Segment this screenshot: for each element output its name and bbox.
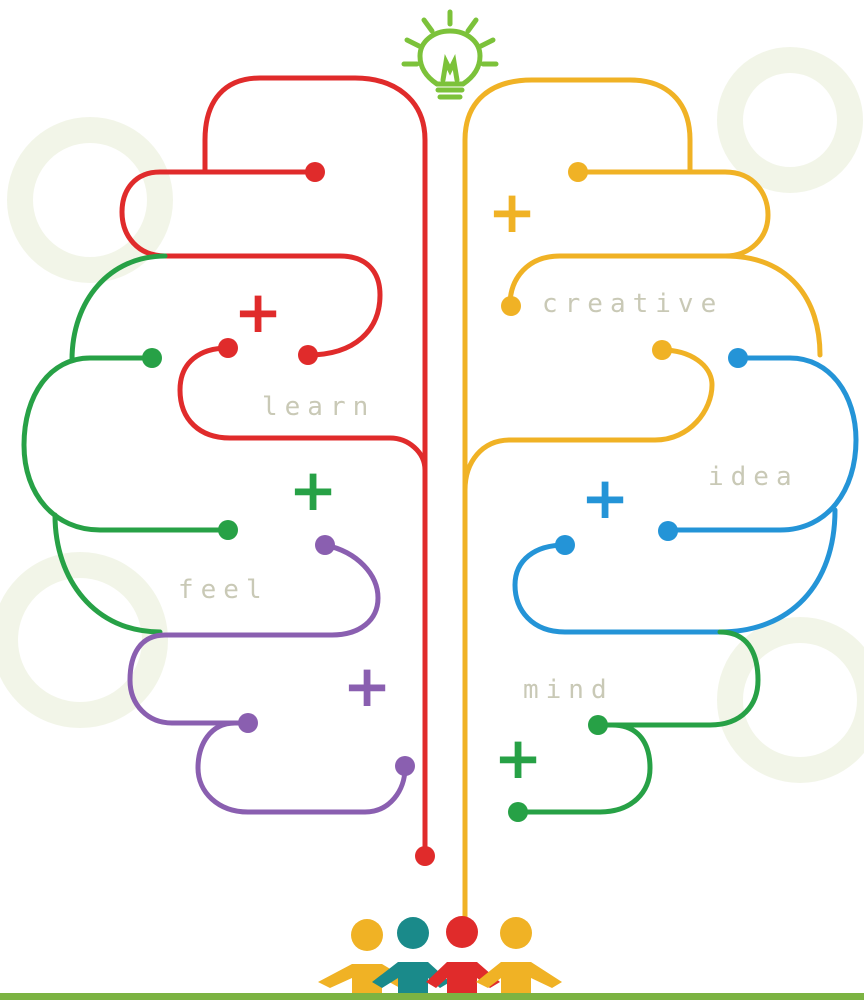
word-learn: learn [262,392,375,422]
plus-red: + [234,278,283,346]
word-creative: creative [542,289,723,319]
word-feel: feel [178,575,269,605]
lightbulb-icon [404,12,496,97]
plus-purple: + [343,652,392,720]
people-group-icon [318,916,562,1000]
ground-line [0,993,864,1000]
word-idea: idea [708,462,799,492]
plus-green-left: + [289,456,338,524]
plus-blue: + [581,464,630,532]
blue-lobe [515,348,856,632]
word-mind: mind [523,675,614,705]
green-lobe-right [508,632,758,822]
plus-green-right: + [494,724,543,792]
plus-orange: + [488,178,537,246]
